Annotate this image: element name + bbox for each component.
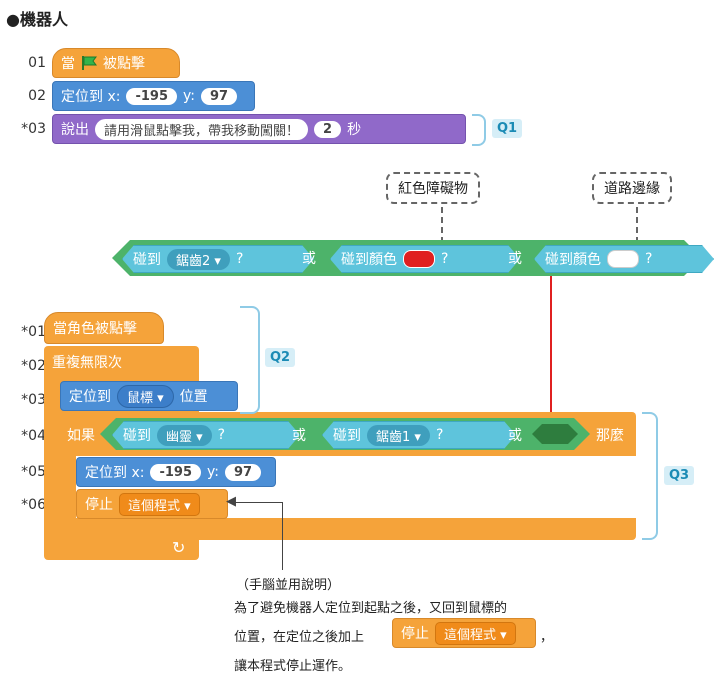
callout-pointer	[636, 207, 638, 243]
touching-sprite-block[interactable]: 碰到 鋸齒2 ▾ ?	[122, 245, 314, 273]
y-label: y:	[183, 88, 195, 104]
x-input[interactable]: -195	[150, 463, 201, 481]
goto-label: 定位到 x:	[85, 465, 145, 481]
line-number: *01	[21, 324, 46, 340]
note-arrow	[230, 502, 282, 503]
empty-condition-slot[interactable]	[532, 424, 578, 444]
hat-label: 當角色被點擊	[53, 321, 137, 337]
note-line: 讓本程式停止運作。	[234, 659, 352, 674]
goto-label: 定位到	[69, 389, 111, 405]
stop-dropdown: 這個程式 ▾	[435, 621, 516, 645]
y-input[interactable]: 97	[200, 87, 238, 105]
q2-tag: Q2	[265, 348, 296, 367]
question-mark: ?	[441, 251, 449, 267]
q2-bracket	[240, 306, 260, 414]
red-color-swatch[interactable]	[403, 250, 435, 268]
y-input[interactable]: 97	[224, 463, 262, 481]
say-label: 說出	[61, 122, 89, 138]
line-number: 01	[28, 55, 46, 71]
q3-bracket	[642, 412, 658, 540]
goto-xy-block[interactable]: 定位到 x: -195 y: 97	[52, 81, 255, 111]
touch-label: 碰到	[133, 252, 161, 268]
touch-color-label: 碰到顏色	[341, 252, 397, 268]
q1-bracket	[472, 114, 486, 146]
arrow-head-icon: ◀	[226, 494, 236, 509]
line-number: *05	[21, 464, 46, 480]
touching-sprite-block[interactable]: 碰到 幽靈 ▾ ?	[112, 421, 300, 449]
goto-label: 定位到 x:	[61, 89, 121, 105]
question-mark: ?	[235, 251, 244, 267]
if-divider	[76, 518, 636, 522]
note-line: 位置，在定位之後加上	[234, 630, 365, 645]
touching-color-block[interactable]: 碰到顏色 ?	[330, 245, 520, 273]
touching-color-block[interactable]: 碰到顏色 ?	[534, 245, 714, 273]
callout-pointer	[441, 207, 443, 243]
or-label: 或	[508, 251, 522, 267]
forever-label: 重複無限次	[52, 355, 122, 371]
question-mark: ?	[645, 251, 653, 267]
line-number: 02	[28, 88, 46, 104]
line-number: *06	[21, 497, 46, 513]
touching-sprite-block[interactable]: 碰到 鋸齒1 ▾ ?	[322, 421, 516, 449]
sprite-dropdown[interactable]: 幽靈 ▾	[157, 425, 212, 446]
note-arrow-line	[282, 502, 283, 570]
stop-block-inline: 停止 這個程式 ▾	[392, 618, 536, 648]
or-label: 或	[508, 428, 522, 444]
line-number: *03	[21, 392, 46, 408]
then-label: 那麼	[596, 428, 624, 444]
secs-unit: 秒	[347, 122, 362, 138]
touch-label: 碰到	[333, 428, 361, 444]
stop-dropdown[interactable]: 這個程式 ▾	[119, 492, 200, 516]
question-mark: ?	[435, 427, 444, 443]
when-flag-clicked-block[interactable]: 當 被點擊	[52, 48, 180, 78]
note-line: ，	[540, 630, 554, 645]
q3-tag: Q3	[664, 466, 695, 485]
q1-tag: Q1	[492, 119, 523, 138]
green-flag-icon	[81, 56, 97, 70]
y-label: y:	[207, 464, 219, 480]
line-number: *03	[21, 121, 46, 137]
say-for-secs-block[interactable]: 說出 請用滑鼠點擊我，帶我移動闖關！ 2 秒	[52, 114, 466, 144]
stop-label: 停止	[401, 626, 429, 642]
target-dropdown[interactable]: 鼠標 ▾	[117, 384, 174, 408]
x-input[interactable]: -195	[126, 87, 177, 105]
loop-arrow-icon: ↻	[172, 538, 186, 557]
note-line: （手腦並用說明）	[236, 578, 341, 593]
sprite-dropdown[interactable]: 鋸齒2 ▾	[167, 249, 230, 270]
goto-xy-block[interactable]: 定位到 x: -195 y: 97	[76, 457, 276, 487]
line-number: *02	[21, 358, 46, 374]
or-label: 或	[292, 428, 306, 444]
stop-label: 停止	[85, 497, 113, 513]
connector-line	[550, 276, 552, 428]
note-line: 為了避免機器人定位到起點之後，又回到鼠標的	[234, 601, 508, 616]
or-label: 或	[302, 251, 316, 267]
stop-block[interactable]: 停止 這個程式 ▾	[76, 489, 228, 519]
say-text-input[interactable]: 請用滑鼠點擊我，帶我移動闖關！	[95, 118, 309, 140]
question-mark: ?	[217, 427, 226, 443]
goto-suffix: 位置	[179, 389, 208, 405]
red-obstacle-callout: 紅色障礙物	[386, 172, 480, 204]
when-sprite-clicked-block[interactable]: 當角色被點擊	[44, 312, 164, 344]
if-label: 如果	[67, 428, 95, 444]
hat-prefix: 當	[61, 56, 75, 72]
goto-mouse-block[interactable]: 定位到 鼠標 ▾ 位置	[60, 381, 238, 411]
road-edge-callout: 道路邊緣	[592, 172, 672, 204]
line-number: *04	[21, 428, 46, 444]
touch-label: 碰到	[123, 428, 151, 444]
white-color-swatch[interactable]	[607, 250, 639, 268]
secs-input[interactable]: 2	[314, 120, 342, 138]
sprite-dropdown[interactable]: 鋸齒1 ▾	[367, 425, 430, 446]
hat-suffix: 被點擊	[103, 56, 145, 72]
touch-color-label: 碰到顏色	[545, 252, 601, 268]
page-title: ●機器人	[6, 10, 68, 29]
